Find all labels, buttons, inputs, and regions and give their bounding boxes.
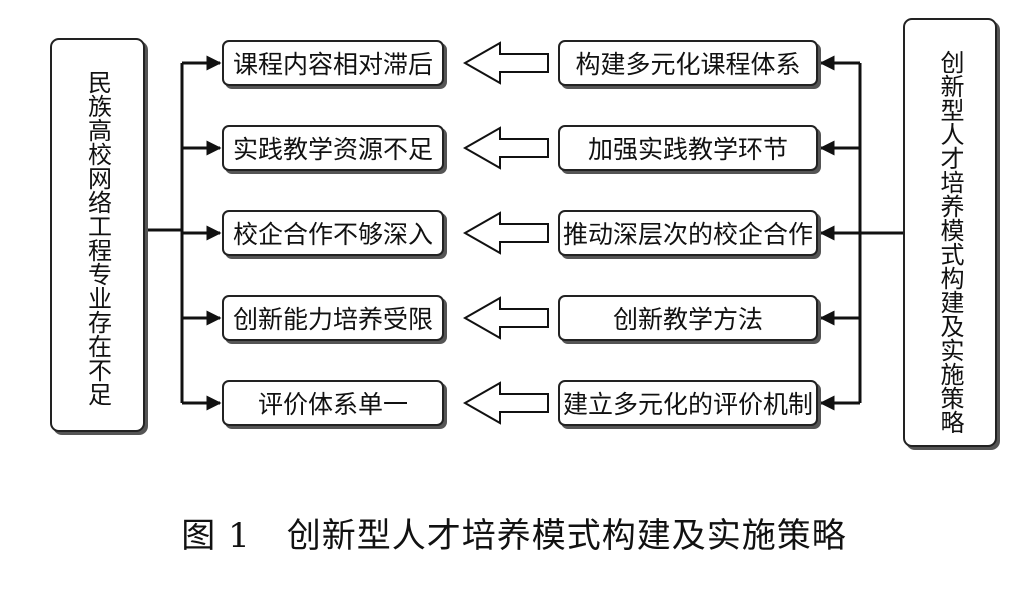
strategy-box-3: 推动深层次的校企合作	[558, 210, 818, 256]
left-box-label: 民族高校网络工程专业存在不足	[83, 70, 112, 406]
right-box-label: 创新型人才培养模式构建及实施策略	[936, 50, 964, 434]
strategy-box-2: 加强实践教学环节	[558, 125, 818, 171]
hollow-arrow-2	[462, 126, 549, 170]
problem-box-2: 实践教学资源不足	[222, 125, 444, 171]
strategy-label-2: 加强实践教学环节	[587, 135, 788, 164]
problem-label-4: 创新能力培养受限	[232, 305, 433, 334]
strategy-label-1: 构建多元化课程体系	[575, 50, 801, 79]
problem-box-3: 校企合作不够深入	[222, 210, 444, 256]
problem-label-3: 校企合作不够深入	[232, 220, 433, 249]
strategy-label-3: 推动深层次的校企合作	[562, 220, 813, 249]
figure-caption: 图 1 创新型人才培养模式构建及实施策略	[0, 508, 1028, 557]
hollow-arrow-5	[462, 381, 549, 425]
problem-box-4: 创新能力培养受限	[222, 295, 444, 341]
strategy-box-1: 构建多元化课程体系	[558, 40, 818, 86]
problem-label-1: 课程内容相对滞后	[232, 50, 433, 79]
strategy-box-4: 创新教学方法	[558, 295, 818, 341]
problem-box-5: 评价体系单一	[222, 380, 444, 426]
strategy-label-4: 创新教学方法	[612, 305, 763, 334]
right-box: 创新型人才培养模式构建及实施策略	[903, 18, 997, 447]
hollow-arrow-1	[462, 41, 549, 85]
problem-box-1: 课程内容相对滞后	[222, 40, 444, 86]
strategy-label-5: 建立多元化的评价机制	[562, 390, 813, 419]
left-box: 民族高校网络工程专业存在不足	[50, 38, 145, 432]
hollow-arrow-4	[462, 296, 549, 340]
problem-label-2: 实践教学资源不足	[232, 135, 433, 164]
strategy-box-5: 建立多元化的评价机制	[558, 380, 818, 426]
hollow-arrow-3	[462, 211, 549, 255]
problem-label-5: 评价体系单一	[257, 390, 408, 419]
figure-number: 图 1	[181, 516, 251, 556]
figure-title: 创新型人才培养模式构建及实施策略	[286, 516, 847, 556]
